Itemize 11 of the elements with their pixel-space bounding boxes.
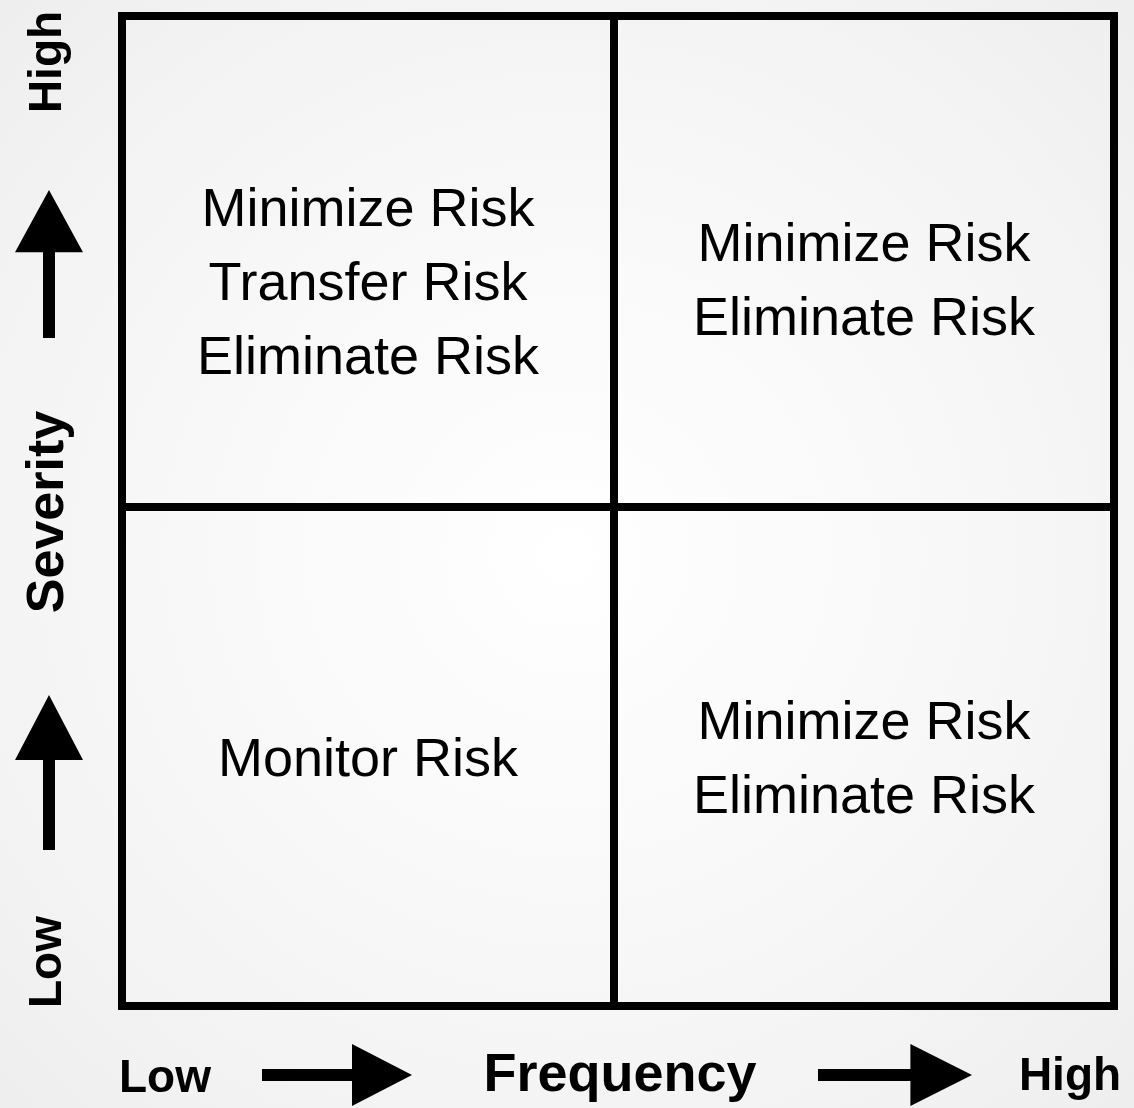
axis-label: Low: [119, 1053, 211, 1099]
quadrant-text: Minimize Risk: [201, 176, 535, 239]
quadrant-text: Minimize Risk: [697, 211, 1031, 274]
quadrant-text: Monitor Risk: [217, 725, 519, 789]
quadrant-text: Eliminate Risk: [196, 324, 540, 387]
quadrant-text: Eliminate Risk: [692, 285, 1036, 348]
quadrant-cell: [126, 20, 618, 511]
axis-label: Low: [22, 916, 68, 1008]
quadrant-text: Transfer Risk: [208, 250, 528, 313]
quadrant-text: Eliminate Risk: [692, 762, 1036, 826]
quadrant-text: Minimize Risk: [697, 688, 1031, 752]
